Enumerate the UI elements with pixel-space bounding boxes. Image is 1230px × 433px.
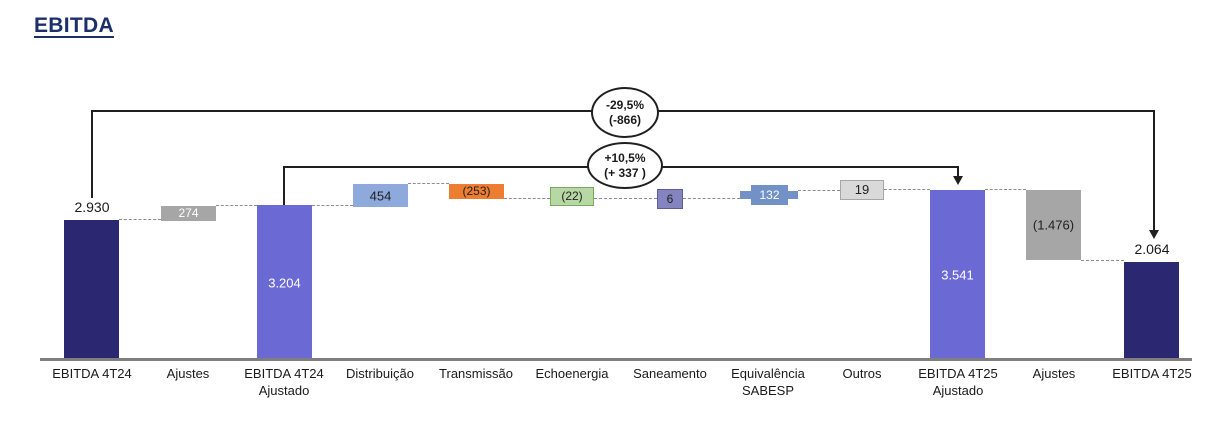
x-axis-label: Equivalência SABESP [731,366,805,398]
bar-value-label: 454 [369,188,392,203]
x-axis-label: Saneamento [633,366,707,381]
x-axis-label: EBITDA 4T24 Ajustado [244,366,324,398]
bar-ebitda-4t25 [1124,262,1179,360]
x-axis-line [40,358,1192,361]
connector [683,198,740,199]
bracket-adjusted-left-line [283,166,285,205]
bar-value-label: 274 [178,206,199,220]
x-axis-label: EBITDA 4T24 [52,366,132,381]
connector [1081,260,1124,261]
connector [985,189,1026,190]
annotation-total-abs: (-866) [608,112,641,127]
annotation-adjusted-pct: +10,5% [604,150,646,165]
bar-value-label: 132 [759,188,780,202]
bar-value-label: 6 [666,192,674,206]
connector [884,189,930,190]
page-title: EBITDA [34,14,114,37]
bar-ajustes-4t25: (1.476) [1026,190,1081,260]
connector [312,205,353,206]
bracket-adjusted-right-line [957,166,959,178]
bar-value-label: (22) [561,189,583,203]
x-axis-label: EBITDA 4T25 [1112,366,1192,381]
bar-value-label: 3.541 [941,267,974,283]
x-axis-label: Transmissão [439,366,513,381]
connector [119,219,161,220]
x-axis-label: EBITDA 4T25 Ajustado [918,366,998,398]
bar-ebitda-4t24-ajustado: 3.204 [257,205,312,360]
bar-distribuicao: 454 [353,184,408,207]
bar-value-label: 2.064 [1134,241,1170,257]
bar-saneamento: 6 [657,189,683,209]
bar-equivalencia-sabesp-label-box: 132 [751,185,788,205]
x-axis-label: Ajustes [1032,366,1076,381]
annotation-total-change: -29,5% (-866) [591,87,659,138]
connector [594,198,657,199]
annotation-total-pct: -29,5% [605,97,645,112]
bar-value-label: (1.476) [1032,217,1075,233]
bar-transmissao: (253) [449,184,504,199]
x-axis-label: Distribuição [346,366,414,381]
arrow-down-icon [953,176,963,185]
bar-value-label: 2.930 [74,199,110,215]
bar-value-label: (253) [462,184,491,198]
bracket-total-right-line [1153,110,1155,232]
connector [798,190,840,191]
arrow-down-icon [1149,230,1159,239]
bar-ebitda-4t25-ajustado: 3.541 [930,190,985,360]
x-axis-label: Outros [842,366,882,381]
x-axis-label: Ajustes [166,366,210,381]
bar-ebitda-4t24 [64,220,119,360]
bar-echoenergia: (22) [550,187,594,206]
annotation-adjusted-change: +10,5% (+ 337 ) [587,142,663,189]
connector [216,205,257,206]
bar-outros: 19 [840,180,884,200]
annotation-adjusted-abs: (+ 337 ) [604,165,646,180]
x-axis-label: Echoenergia [535,366,609,381]
bar-ajustes-4t24: 274 [161,206,216,221]
connector [504,198,550,199]
bar-value-label: 3.204 [268,275,301,290]
bracket-total-left-line [91,110,93,198]
connector [408,183,449,184]
bar-value-label: 19 [854,182,870,197]
